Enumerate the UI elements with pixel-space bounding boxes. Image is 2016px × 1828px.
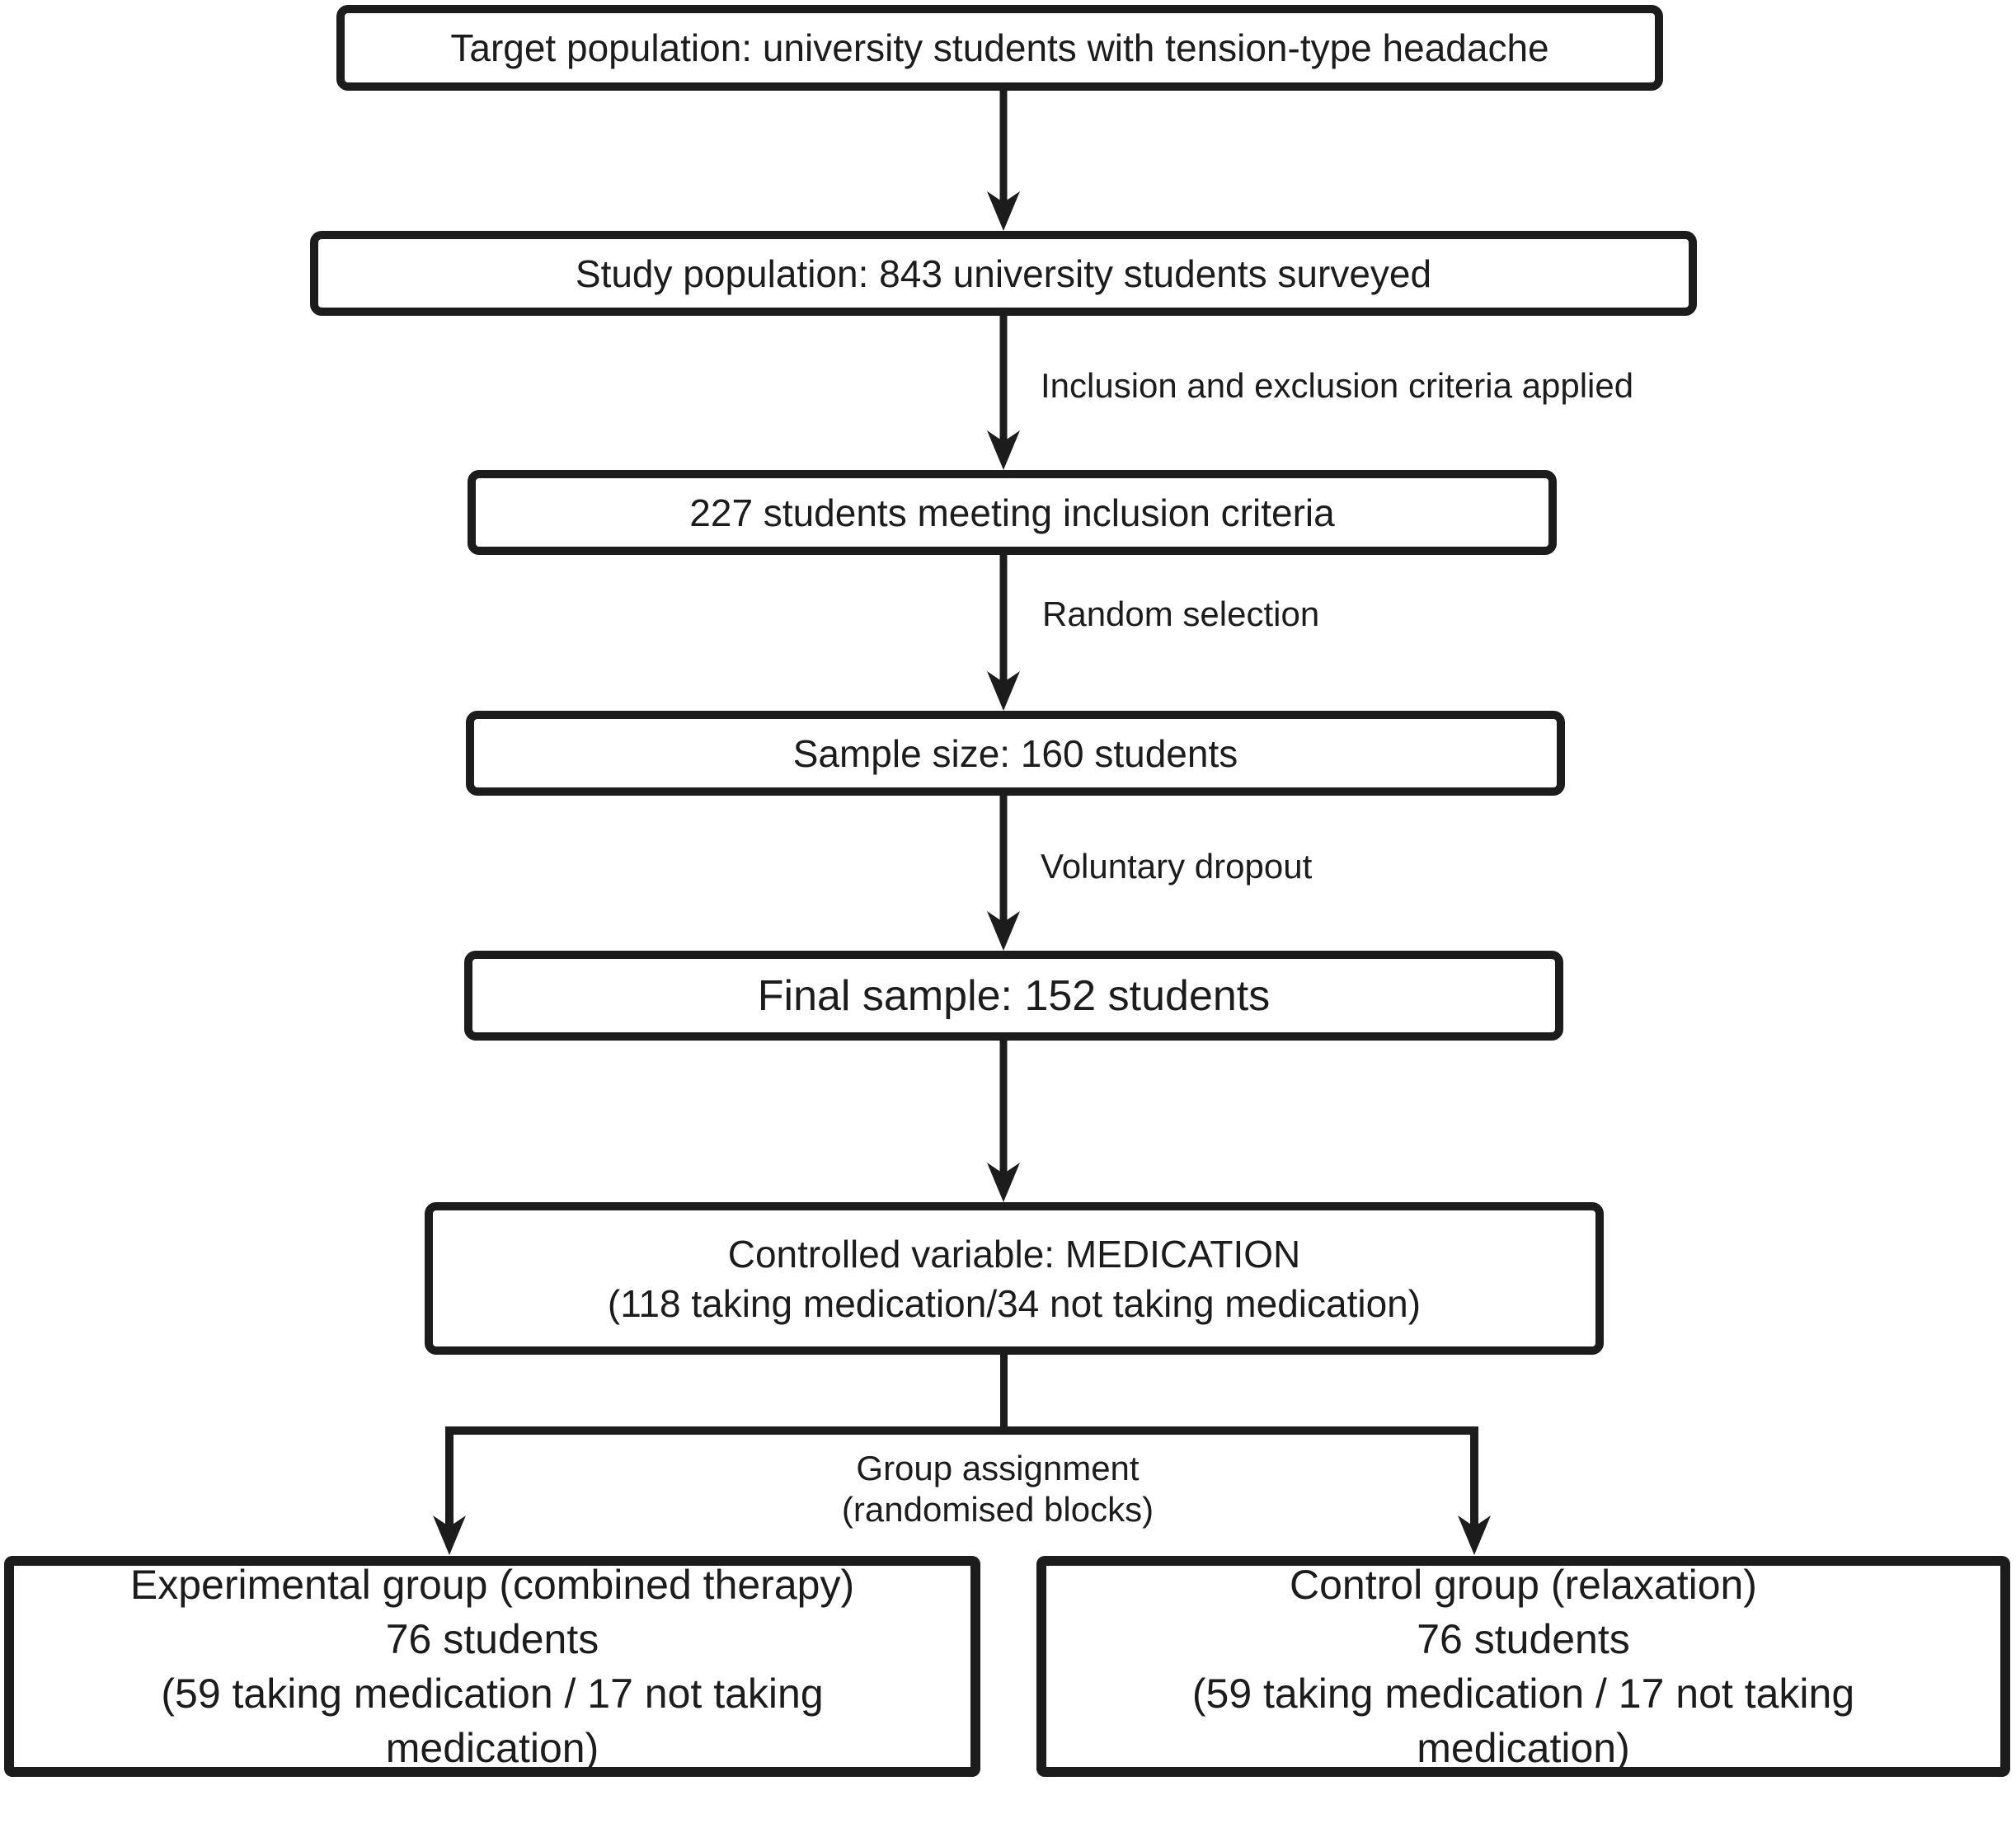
node-controlled-variable-line2: (118 taking medication/34 not taking med…	[607, 1281, 1422, 1325]
arrow-branch-experimental	[433, 1431, 466, 1555]
arrow-target-to-study	[987, 91, 1020, 231]
node-control-group-line1: Control group (relaxation)	[1290, 1562, 1757, 1608]
node-target-population: Target population: university students w…	[336, 5, 1663, 91]
node-meeting-inclusion: 227 students meeting inclusion criteria	[468, 470, 1557, 555]
arrow-shaft	[445, 1431, 453, 1530]
node-experimental-group-line4: medication)	[385, 1725, 599, 1771]
node-controlled-variable-line1: Controlled variable: MEDICATION	[727, 1232, 1301, 1276]
node-experimental-group-line3: (59 taking medication / 17 not taking	[161, 1671, 824, 1717]
arrow-final-to-controlled	[987, 1041, 1020, 1202]
arrow-shaft	[999, 555, 1008, 686]
arrow-shaft	[999, 1041, 1008, 1177]
connector-stem	[1000, 1355, 1008, 1435]
connector-crossbar	[445, 1426, 1478, 1435]
node-meeting-inclusion-text: 227 students meeting inclusion criteria	[689, 491, 1335, 534]
node-sample-size: Sample size: 160 students	[466, 711, 1565, 796]
node-final-sample: Final sample: 152 students	[464, 951, 1563, 1041]
arrow-shaft	[999, 796, 1008, 926]
node-study-population: Study population: 843 university student…	[310, 231, 1697, 316]
arrow-shaft	[999, 316, 1008, 445]
node-control-group-line3: (59 taking medication / 17 not taking	[1191, 1671, 1855, 1717]
arrow-inclusion-to-sample	[987, 555, 1020, 711]
node-target-population-text: Target population: university students w…	[450, 26, 1549, 69]
node-study-population-text: Study population: 843 university student…	[575, 251, 1432, 295]
arrow-branch-control	[1458, 1431, 1491, 1555]
edge-label-voluntary-dropout: Voluntary dropout	[1041, 847, 1313, 886]
arrow-study-to-inclusion	[987, 316, 1020, 470]
arrow-shaft	[1470, 1431, 1478, 1530]
edge-label-group-assignment-line2: (randomised blocks)	[841, 1490, 1154, 1529]
arrow-sample-to-final	[987, 796, 1020, 951]
node-experimental-group-line2: 76 students	[385, 1616, 599, 1662]
node-controlled-variable: Controlled variable: MEDICATION (118 tak…	[425, 1202, 1604, 1355]
edge-label-random-selection: Random selection	[1042, 594, 1320, 633]
node-experimental-group-line1: Experimental group (combined therapy)	[129, 1562, 855, 1608]
node-control-group-line4: medication)	[1417, 1725, 1630, 1771]
edge-label-group-assignment-line1: Group assignment	[856, 1449, 1140, 1487]
node-experimental-group: Experimental group (combined therapy) 76…	[4, 1556, 980, 1777]
node-control-group: Control group (relaxation) 76 students (…	[1036, 1556, 2010, 1777]
node-final-sample-text: Final sample: 152 students	[757, 971, 1271, 1020]
node-sample-size-text: Sample size: 160 students	[792, 731, 1238, 775]
node-control-group-line2: 76 students	[1417, 1616, 1630, 1662]
edge-label-group-assignment: Group assignment (randomised blocks)	[668, 1448, 1328, 1530]
arrow-shaft	[999, 91, 1008, 206]
edge-label-inclusion-exclusion: Inclusion and exclusion criteria applied	[1041, 366, 1634, 405]
